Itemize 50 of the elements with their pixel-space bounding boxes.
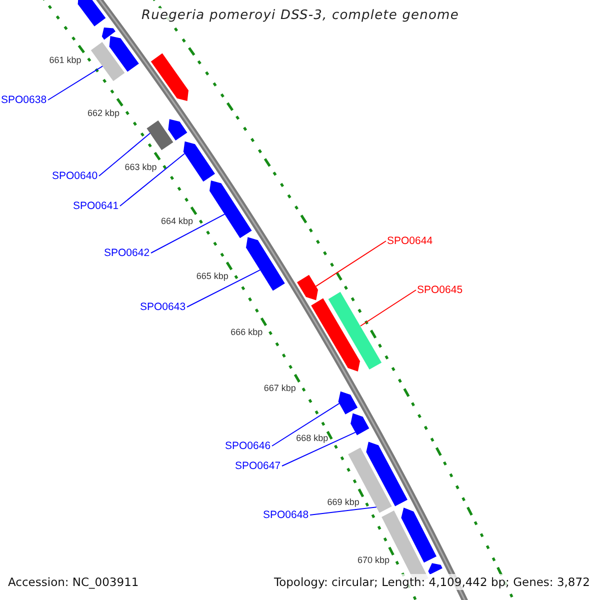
map-title: Ruegeria pomeroyi DSS-3, complete genome [142, 8, 459, 23]
gene-block [350, 413, 370, 436]
gene-label: SPO0647 [235, 460, 281, 472]
leader-line [310, 506, 377, 516]
gene-bar [328, 292, 382, 370]
gene-label: SPO0645 [417, 284, 463, 296]
gene-label: SPO0646 [225, 440, 271, 452]
scale-label: 669 kbp [327, 498, 360, 507]
scale-label: 664 kbp [161, 217, 194, 226]
leader-line [272, 402, 340, 446]
gene-block [78, 0, 106, 26]
gene-bar [146, 120, 174, 150]
genome-summary-text: Topology: circular; Length: 4,109,442 bp; Genes: 3,872 [272, 574, 592, 590]
gene-block [366, 442, 408, 506]
gene-label: SPO0643 [140, 301, 186, 313]
leader-line [186, 269, 261, 308]
scale-label: 670 kbp [357, 556, 390, 565]
gene-block [150, 53, 188, 101]
gene-bar [90, 42, 125, 82]
gene-block [210, 180, 252, 238]
leader-line [282, 432, 356, 466]
accession-text: Accession: NC_003911 [6, 574, 141, 590]
gene-label: SPO0648 [263, 509, 309, 521]
scale-label: 666 kbp [230, 328, 263, 337]
gene-block [246, 237, 285, 291]
gene-block [109, 36, 139, 72]
scale-label: 663 kbp [124, 162, 157, 172]
gene-label: SPO0638 [1, 94, 47, 106]
leader-line [98, 132, 151, 176]
scale-label: 661 kbp [49, 56, 82, 66]
scale-label: 667 kbp [264, 384, 296, 393]
gene-label: SPO0640 [52, 170, 98, 182]
leader-line [48, 66, 104, 100]
leader-line [120, 153, 186, 206]
gene-block [168, 119, 188, 140]
gene-block [102, 28, 116, 40]
leader-line [315, 240, 386, 287]
gene-block [338, 391, 358, 414]
leader-line [150, 214, 226, 254]
scale-label: 662 kbp [88, 109, 120, 118]
gene-block [311, 298, 360, 372]
leader-line [360, 290, 416, 326]
gene-label: SPO0642 [104, 247, 150, 259]
gene-label: SPO0644 [387, 235, 433, 247]
gene-block [183, 141, 215, 182]
scale-label: 668 kbp [296, 434, 328, 442]
gene-block [401, 508, 436, 563]
gene-block [297, 274, 318, 300]
scale-label: 665 kbp [196, 272, 228, 282]
gene-label: SPO0641 [73, 200, 119, 212]
